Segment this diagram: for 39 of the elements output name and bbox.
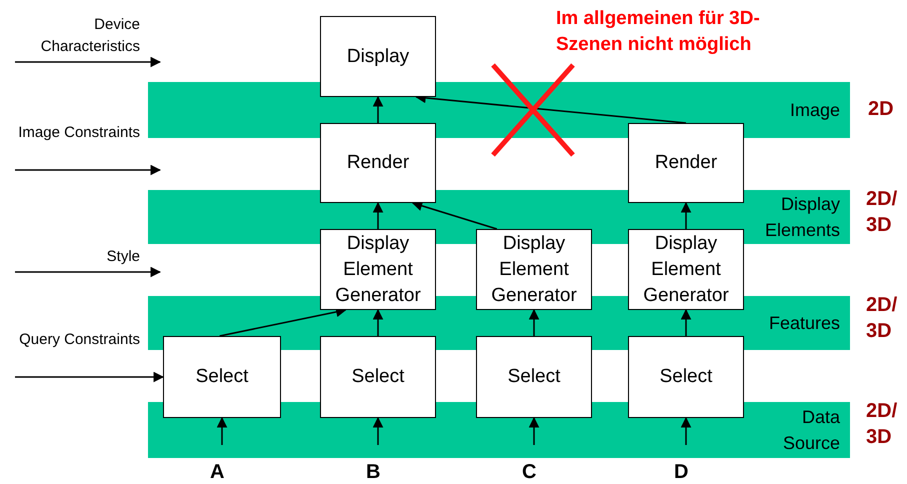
process-box: Select bbox=[628, 336, 744, 418]
process-box: Display Element Generator bbox=[320, 229, 436, 310]
level-label: 2D/ 3D bbox=[866, 187, 898, 238]
layer-name: Features bbox=[768, 312, 840, 335]
column-label: D bbox=[674, 460, 690, 484]
process-box: Display Element Generator bbox=[476, 229, 592, 310]
arrow bbox=[680, 308, 692, 336]
layer-name: Data Source bbox=[782, 406, 840, 455]
process-box: Display bbox=[320, 16, 436, 97]
arrow bbox=[372, 308, 384, 336]
column-label: A bbox=[210, 460, 226, 484]
process-box: Render bbox=[320, 123, 436, 203]
input-label: Image Constraints bbox=[17, 123, 140, 143]
arrow bbox=[372, 416, 384, 445]
layer-name: Image bbox=[788, 99, 840, 122]
arrow bbox=[372, 96, 384, 123]
process-box: Select bbox=[476, 336, 592, 418]
arrow bbox=[680, 202, 692, 229]
level-label: 2D bbox=[868, 97, 895, 122]
arrow bbox=[528, 308, 540, 336]
column-label: B bbox=[366, 460, 382, 484]
process-box: Select bbox=[320, 336, 436, 418]
arrow bbox=[412, 200, 498, 230]
process-box: Display Element Generator bbox=[628, 229, 744, 310]
column-label: C bbox=[522, 460, 538, 484]
level-label: 2D/ 3D bbox=[866, 399, 898, 450]
arrow bbox=[216, 416, 228, 445]
arrow bbox=[15, 372, 164, 382]
arrow bbox=[680, 416, 692, 445]
layer-name: Display Elements bbox=[764, 193, 840, 242]
input-label: Device Characteristics bbox=[40, 15, 140, 57]
arrow bbox=[372, 202, 384, 229]
process-box: Select bbox=[163, 336, 281, 418]
process-box: Render bbox=[628, 123, 744, 203]
edge-label: Query Constraints bbox=[18, 330, 140, 350]
arrow bbox=[528, 416, 540, 445]
input-label: Style bbox=[106, 247, 140, 267]
note: Im allgemeinen für 3D-Szenen nicht möglich bbox=[556, 7, 761, 57]
level-label: 2D/ 3D bbox=[866, 293, 898, 344]
